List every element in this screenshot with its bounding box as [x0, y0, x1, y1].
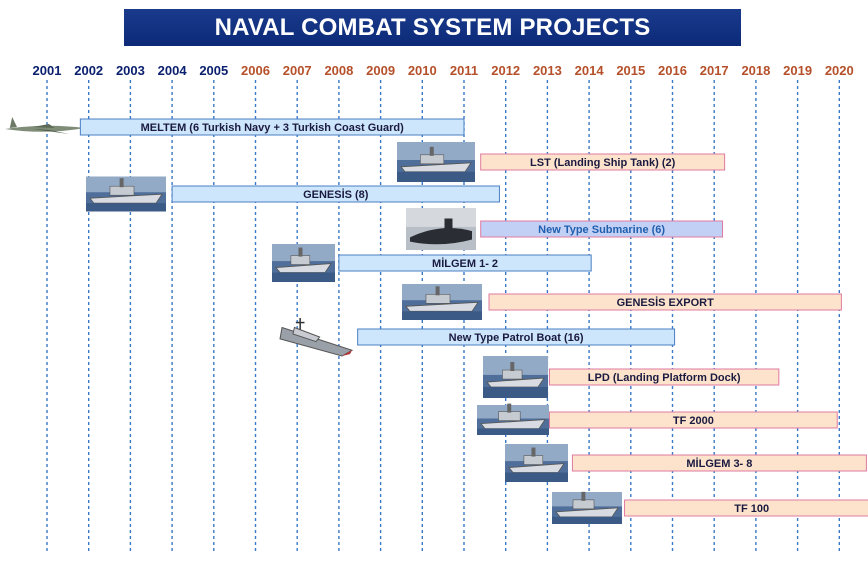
project-bar: [624, 499, 868, 517]
landing-platform-dock-image: [483, 356, 548, 398]
patrol-boat-image: [279, 318, 354, 357]
project-label: New Type Submarine (6): [538, 224, 665, 236]
project-label: GENESİS EXPORT: [617, 296, 714, 309]
project-bar: [488, 293, 842, 311]
project-label: New Type Patrol Boat (16): [449, 332, 584, 344]
year-label: 2001: [33, 63, 62, 78]
frigate-image: [552, 491, 622, 524]
submarine-image: [406, 208, 476, 250]
project-bar: [480, 153, 726, 171]
project-label: MİLGEM 3- 8: [686, 457, 752, 470]
project-label: GENESİS (8): [303, 188, 369, 201]
year-label: 2019: [783, 63, 812, 78]
year-axis: 2001 2002 2003 2004 2005 2006 2007 2008 2009 2010…: [33, 63, 854, 78]
project-label: LPD (Landing Platform Dock): [588, 372, 741, 384]
year-label: 2014: [575, 63, 605, 78]
year-label: 2005: [199, 63, 228, 78]
year-label: 2016: [658, 63, 687, 78]
image-layer: [5, 117, 622, 524]
year-label: 2013: [533, 63, 562, 78]
project-bar: [571, 454, 867, 472]
year-label: 2012: [491, 63, 520, 78]
project-bar: [548, 368, 780, 386]
year-label: 2003: [116, 63, 145, 78]
bar-layer: MELTEM (6 Turkish Navy + 3 Turkish Coast…: [79, 118, 868, 517]
year-label: 2015: [616, 63, 645, 78]
project-label: MİLGEM 1- 2: [432, 257, 498, 270]
year-label: 2009: [366, 63, 395, 78]
project-bar: [548, 411, 838, 429]
year-label: 2006: [241, 63, 270, 78]
year-label: 2004: [158, 63, 188, 78]
project-label: MELTEM (6 Turkish Navy + 3 Turkish Coast…: [141, 122, 404, 134]
project-label: LST (Landing Ship Tank) (2): [530, 157, 676, 169]
corvette-image: [505, 444, 568, 482]
year-label: 2017: [700, 63, 729, 78]
project-bar: [79, 118, 465, 136]
year-label: 2020: [825, 63, 854, 78]
corvette-image: [272, 244, 335, 282]
year-label: 2007: [283, 63, 312, 78]
project-bar: [480, 220, 724, 238]
year-label: 2018: [741, 63, 770, 78]
maritime-patrol-aircraft-image: [5, 117, 85, 134]
year-label: 2011: [450, 63, 478, 78]
year-label: 2008: [324, 63, 353, 78]
project-bar: [357, 328, 676, 346]
year-label: 2002: [74, 63, 103, 78]
landing-ship-tank-image: [397, 142, 475, 182]
project-label: TF 100: [734, 503, 769, 515]
frigate-image: [402, 284, 482, 320]
frigate-image: [86, 176, 166, 212]
project-label: TF 2000: [673, 415, 714, 427]
project-bar: [171, 185, 500, 203]
project-bar: [338, 254, 592, 272]
chart-title: NAVAL COMBAT SYSTEM PROJECTS: [124, 9, 741, 46]
frigate-image: [477, 403, 549, 435]
year-label: 2010: [408, 63, 437, 78]
